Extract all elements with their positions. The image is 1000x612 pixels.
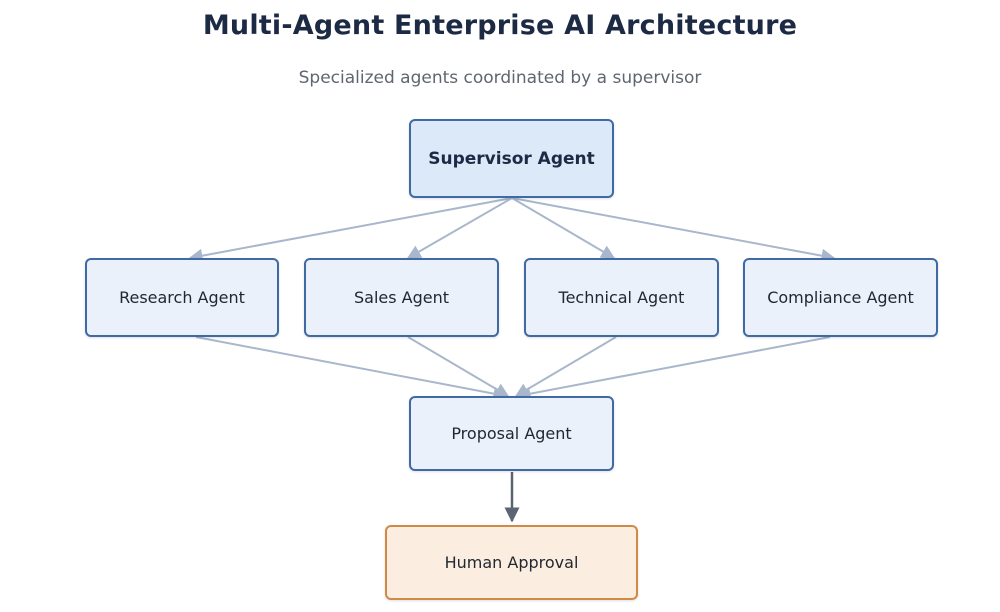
diagram-title: Multi-Agent Enterprise AI Architecture xyxy=(202,10,798,41)
research-agent-label: Research Agent xyxy=(119,288,245,307)
research-agent-node: Research Agent xyxy=(85,258,279,337)
edge-supervisor-to-technical xyxy=(511,197,616,259)
edge-research-to-proposal xyxy=(195,336,508,401)
technical-agent-label: Technical Agent xyxy=(558,288,685,307)
edge-compliance-to-proposal xyxy=(516,336,831,401)
proposal-agent-node: Proposal Agent xyxy=(409,396,614,471)
diagram-subtitle: Specialized agents coordinated by a supe… xyxy=(298,68,702,88)
technical-agent-node: Technical Agent xyxy=(524,258,719,337)
supervisor-agent-label: Supervisor Agent xyxy=(428,148,595,169)
compliance-agent-label: Compliance Agent xyxy=(767,288,914,307)
supervisor-agent-node: Supervisor Agent xyxy=(409,119,614,198)
sales-agent-label: Sales Agent xyxy=(353,288,450,307)
edge-supervisor-to-sales xyxy=(406,197,513,259)
sales-agent-node: Sales Agent xyxy=(304,258,499,337)
human-approval-label: Human Approval xyxy=(444,553,579,572)
proposal-agent-label: Proposal Agent xyxy=(451,424,572,443)
edge-sales-to-proposal xyxy=(407,336,510,397)
edge-technical-to-proposal xyxy=(514,336,617,397)
human-approval-node: Human Approval xyxy=(385,525,638,600)
edge-supervisor-to-compliance xyxy=(511,197,836,263)
edge-supervisor-to-research xyxy=(188,197,513,263)
compliance-agent-node: Compliance Agent xyxy=(743,258,938,337)
